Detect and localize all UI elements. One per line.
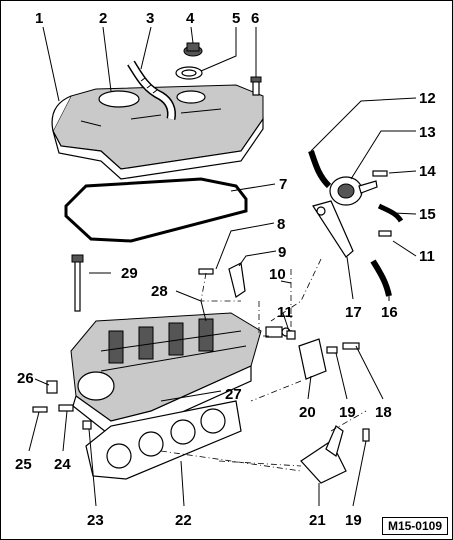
- bolt-6: [250, 76, 262, 96]
- label-22: 22: [175, 512, 192, 529]
- label-23: 23: [87, 512, 104, 529]
- label-11-left: 11: [277, 304, 293, 321]
- label-15: 15: [419, 206, 436, 223]
- bolt-14: [372, 170, 388, 177]
- hose-16: [370, 259, 392, 297]
- sensor-10: [265, 326, 291, 338]
- label-18: 18: [375, 404, 392, 421]
- reference-code: M15-0109: [381, 517, 448, 535]
- label-19-lower: 19: [345, 512, 362, 529]
- label-8: 8: [277, 216, 285, 233]
- bolt-11-right: [378, 230, 392, 237]
- breather-hose: [127, 60, 176, 120]
- bolt-19-lower: [362, 428, 370, 442]
- label-4: 4: [186, 10, 195, 27]
- oil-filler-cap: [183, 42, 203, 57]
- bolt-23: [82, 420, 92, 430]
- head-bolt: [71, 254, 84, 312]
- label-20: 20: [299, 404, 316, 421]
- label-26: 26: [17, 370, 34, 387]
- label-6: 6: [251, 10, 259, 27]
- label-2: 2: [99, 10, 107, 27]
- bolt-11-left: [286, 330, 296, 340]
- label-1: 1: [35, 10, 43, 27]
- cylinder-head: [70, 312, 262, 437]
- assembly-lines: [160, 258, 367, 472]
- bolt-25: [32, 406, 48, 413]
- bracket-17: [312, 200, 354, 258]
- label-7: 7: [279, 176, 287, 193]
- label-14: 14: [419, 163, 436, 180]
- pressure-regulator: [329, 176, 378, 206]
- cover-gasket: [64, 177, 248, 243]
- label-28: 28: [151, 283, 168, 300]
- hose-12: [308, 150, 332, 189]
- cap-seal: [175, 66, 203, 80]
- label-13: 13: [419, 124, 436, 141]
- label-16: 16: [381, 304, 398, 321]
- label-9: 9: [278, 244, 286, 261]
- head-gasket: [85, 400, 242, 480]
- bolt-19-upper: [326, 346, 338, 354]
- sender-24: [58, 404, 74, 412]
- label-11-right: 11: [419, 248, 435, 265]
- bracket-21: [300, 425, 347, 484]
- label-3: 3: [146, 10, 154, 27]
- label-12: 12: [419, 90, 436, 107]
- bolt-18: [342, 342, 360, 350]
- label-27: 27: [225, 386, 242, 403]
- label-21: 21: [309, 512, 326, 529]
- label-10: 10: [269, 266, 286, 283]
- label-25: 25: [15, 456, 32, 473]
- label-29: 29: [121, 265, 138, 282]
- label-19-upper: 19: [339, 404, 356, 421]
- plate-26: [46, 380, 58, 394]
- bracket-20: [298, 338, 327, 380]
- bracket-9: [228, 262, 246, 298]
- label-24: 24: [54, 456, 71, 473]
- cylinder-head-cover: [51, 84, 264, 180]
- leader-lines: [28, 26, 417, 507]
- label-5: 5: [232, 10, 240, 27]
- label-17: 17: [345, 304, 362, 321]
- part-labels: 1 2 3 4 5 6 7 8 9 10 11 11 12 13 14 15 1…: [15, 10, 436, 529]
- hose-15: [377, 203, 404, 223]
